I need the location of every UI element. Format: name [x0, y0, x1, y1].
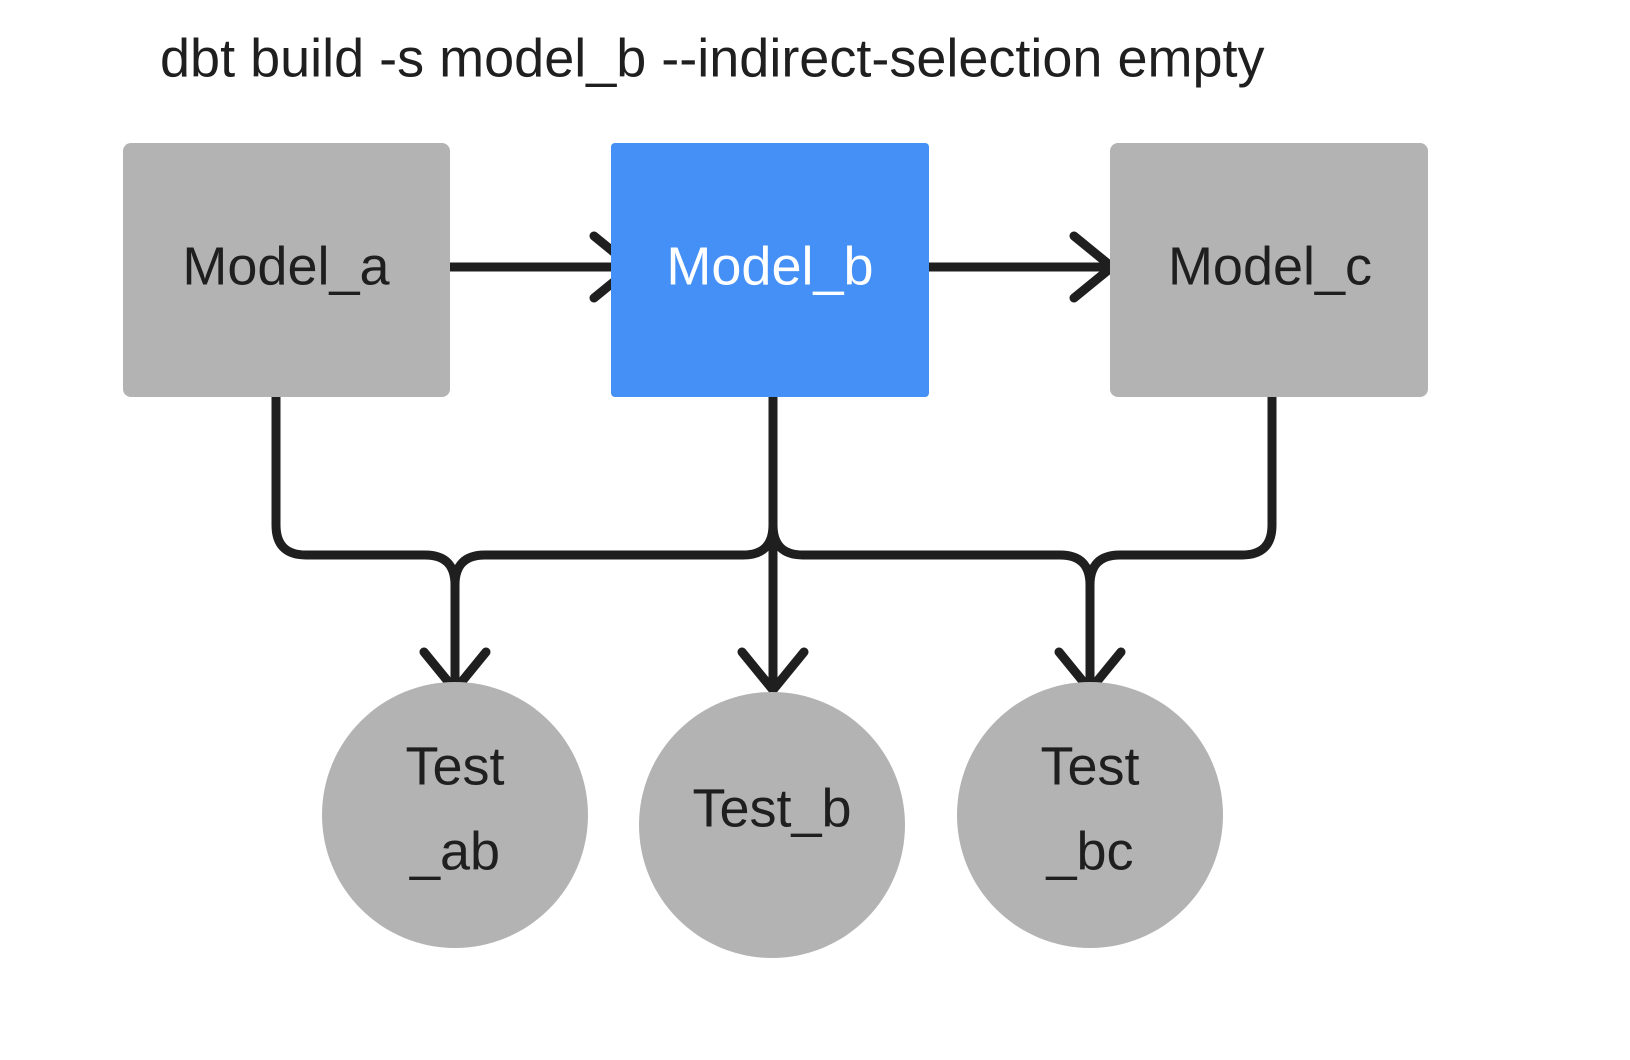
- edge-model-c-to-test-bc: [1054, 392, 1277, 698]
- node-model-c-shape[interactable]: [1110, 143, 1428, 397]
- node-model-b-label: Model_b: [666, 236, 873, 296]
- node-test-ab-shape[interactable]: [322, 682, 588, 948]
- node-model-a-label: Model_a: [182, 236, 390, 296]
- page-title: dbt build -s model_b --indirect-selectio…: [160, 28, 1265, 88]
- node-model-a-shape[interactable]: [123, 143, 450, 397]
- node-model-c-label: Model_c: [1168, 236, 1372, 296]
- node-test-bc-shape[interactable]: [957, 682, 1223, 948]
- node-model-a[interactable]: Model_a: [123, 143, 450, 397]
- edge-model-a-to-model-b: [445, 231, 640, 303]
- node-model-b[interactable]: Model_b: [611, 143, 929, 397]
- node-test-ab-label-line2: _ab: [409, 821, 500, 881]
- node-model-b-shape[interactable]: [611, 143, 929, 397]
- node-test-bc[interactable]: Test _bc: [957, 682, 1223, 948]
- node-test-b[interactable]: Test_b: [639, 692, 905, 958]
- node-test-bc-label-line1: Test: [1040, 736, 1139, 796]
- edge-model-b-to-model-c: [924, 231, 1120, 303]
- edge-model-b-to-test-ab: [450, 392, 778, 695]
- node-test-b-label-line1: Test_b: [692, 778, 851, 838]
- arrow-head-icon: [737, 647, 809, 698]
- edge-model-b-to-test-bc: [768, 392, 1095, 695]
- node-test-ab[interactable]: Test _ab: [322, 682, 588, 948]
- node-test-ab-label-line1: Test: [405, 736, 504, 796]
- node-test-b-shape[interactable]: [639, 692, 905, 958]
- node-model-c[interactable]: Model_c: [1110, 143, 1428, 397]
- node-test-bc-label-line2: _bc: [1045, 821, 1133, 881]
